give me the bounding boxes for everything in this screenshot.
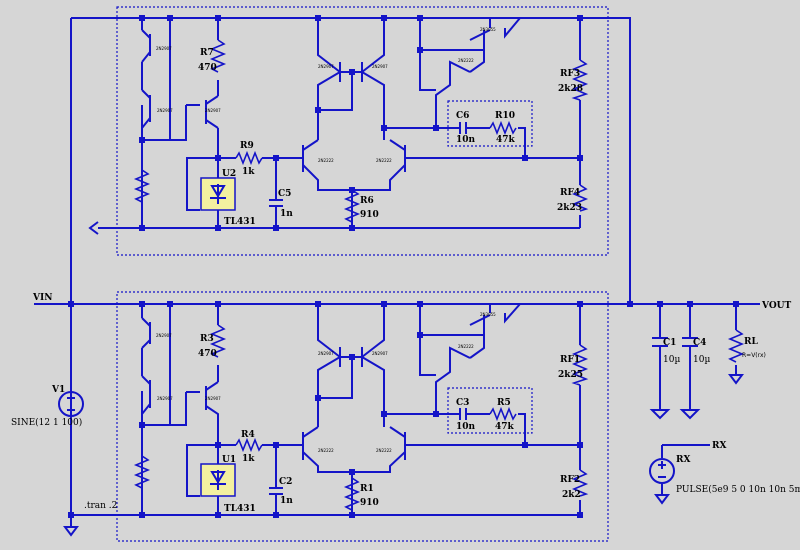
bottom-q-label-7: 2N2222 [376, 448, 392, 453]
bottom-r5-name: R5 [497, 398, 511, 408]
bottom-q-label-6: 2N2222 [318, 448, 334, 453]
top-rf4-value: 2k23 [557, 203, 582, 213]
top-q-label-7: 2N2222 [376, 158, 392, 163]
top-q-label-8: 2N2222 [458, 58, 474, 63]
bottom-c2-value: 1n [280, 496, 293, 506]
c1-value: 10µ [663, 355, 680, 365]
top-q-label-6: 2N2222 [318, 158, 334, 163]
v1-source [58, 391, 84, 417]
bottom-r5-value: 47k [495, 422, 515, 432]
top-c5-value: 1n [280, 209, 293, 219]
left-ground-icon [63, 526, 79, 537]
top-u-value: TL431 [224, 217, 256, 227]
top-ground-icon [88, 221, 99, 235]
bottom-c2-name: C2 [279, 477, 292, 487]
top-q-label-2: 2N2907 [157, 108, 173, 113]
bottom-tl431-symbol [210, 470, 226, 490]
bottom-r1-name: R1 [360, 484, 374, 494]
bottom-r4-value: 1k [242, 454, 255, 464]
top-c6-name: C6 [456, 111, 469, 121]
top-r10-value: 47k [496, 135, 516, 145]
top-tl431-symbol [210, 184, 226, 204]
top-c5-name: C5 [278, 189, 291, 199]
top-module-box [116, 6, 609, 256]
rl-value: R=V(rx) [742, 352, 766, 359]
output-network [649, 304, 745, 505]
c4-name: C4 [693, 338, 706, 348]
tran-directive: .tran .2 [84, 501, 117, 511]
bottom-c3-value: 10n [456, 422, 476, 432]
bottom-q-label-9: 2N3055 [480, 312, 496, 317]
bottom-r1-value: 910 [360, 498, 379, 508]
rx-value: PULSE(5e9 5 0 10n 10n 5m 10m) [676, 484, 800, 495]
top-r9-name: R9 [240, 141, 254, 151]
top-r9-value: 1k [242, 167, 255, 177]
top-r10-name: R10 [495, 111, 515, 121]
v1-value: SINE(12 1 100) [11, 417, 82, 428]
top-r7-name: R7 [200, 48, 214, 58]
top-q-label-3: 2N2907 [205, 108, 221, 113]
bottom-q-label-2: 2N2907 [157, 396, 173, 401]
top-q-label-4: 2N2907 [318, 64, 334, 69]
top-rf3-name: RF3 [560, 69, 580, 79]
net-label-vout: VOUT [761, 301, 792, 311]
top-c6-value: 10n [456, 135, 476, 145]
v1-polarity [67, 394, 75, 411]
bottom-q-label-5: 2N2907 [372, 351, 388, 356]
top-compensation-box [447, 100, 533, 147]
rx-source [649, 458, 675, 484]
bottom-q-label-1: 2N2907 [156, 333, 172, 338]
c1-name: C1 [663, 338, 676, 348]
top-r6-name: R6 [360, 196, 374, 206]
top-r6-value: 910 [360, 210, 379, 220]
bottom-rf1-name: RF1 [560, 355, 580, 365]
bottom-q-label-4: 2N2907 [318, 351, 334, 356]
bottom-r4-name: R4 [241, 430, 255, 440]
top-module-wiring [133, 17, 589, 228]
bottom-module-box [116, 291, 609, 542]
main-rails [34, 17, 760, 527]
bottom-r3-name: R3 [200, 334, 214, 344]
bottom-c3-name: C3 [456, 398, 469, 408]
bottom-module-wiring [133, 303, 589, 515]
top-q-label-5: 2N2907 [372, 64, 388, 69]
bottom-rf2-value: 2k2 [562, 490, 581, 500]
bottom-q-label-3: 2N2907 [205, 396, 221, 401]
rl-name: RL [744, 337, 758, 347]
top-q-label-1: 2N2907 [156, 46, 172, 51]
rx-polarity [658, 461, 666, 478]
bottom-rf1-value: 2k25 [558, 370, 583, 380]
top-r7-value: 470 [198, 63, 217, 73]
v1-name: V1 [51, 385, 65, 395]
rx-name: RX [676, 455, 690, 465]
net-label-rx: RX [712, 441, 726, 451]
net-label-vin: VIN [32, 293, 52, 303]
top-u-name: U2 [222, 169, 236, 179]
top-q-label-9: 2N3055 [480, 27, 496, 32]
junctions [68, 15, 739, 518]
bottom-r3-value: 470 [198, 349, 217, 359]
bottom-q-label-8: 2N2222 [458, 344, 474, 349]
bottom-u-name: U1 [222, 455, 236, 465]
bottom-u-value: TL431 [224, 504, 256, 514]
c4-value: 10µ [693, 355, 710, 365]
top-rf3-value: 2k28 [558, 84, 583, 94]
top-rf4-name: RF4 [560, 188, 580, 198]
bottom-compensation-box [447, 387, 533, 434]
bottom-rf2-name: RF2 [560, 475, 580, 485]
